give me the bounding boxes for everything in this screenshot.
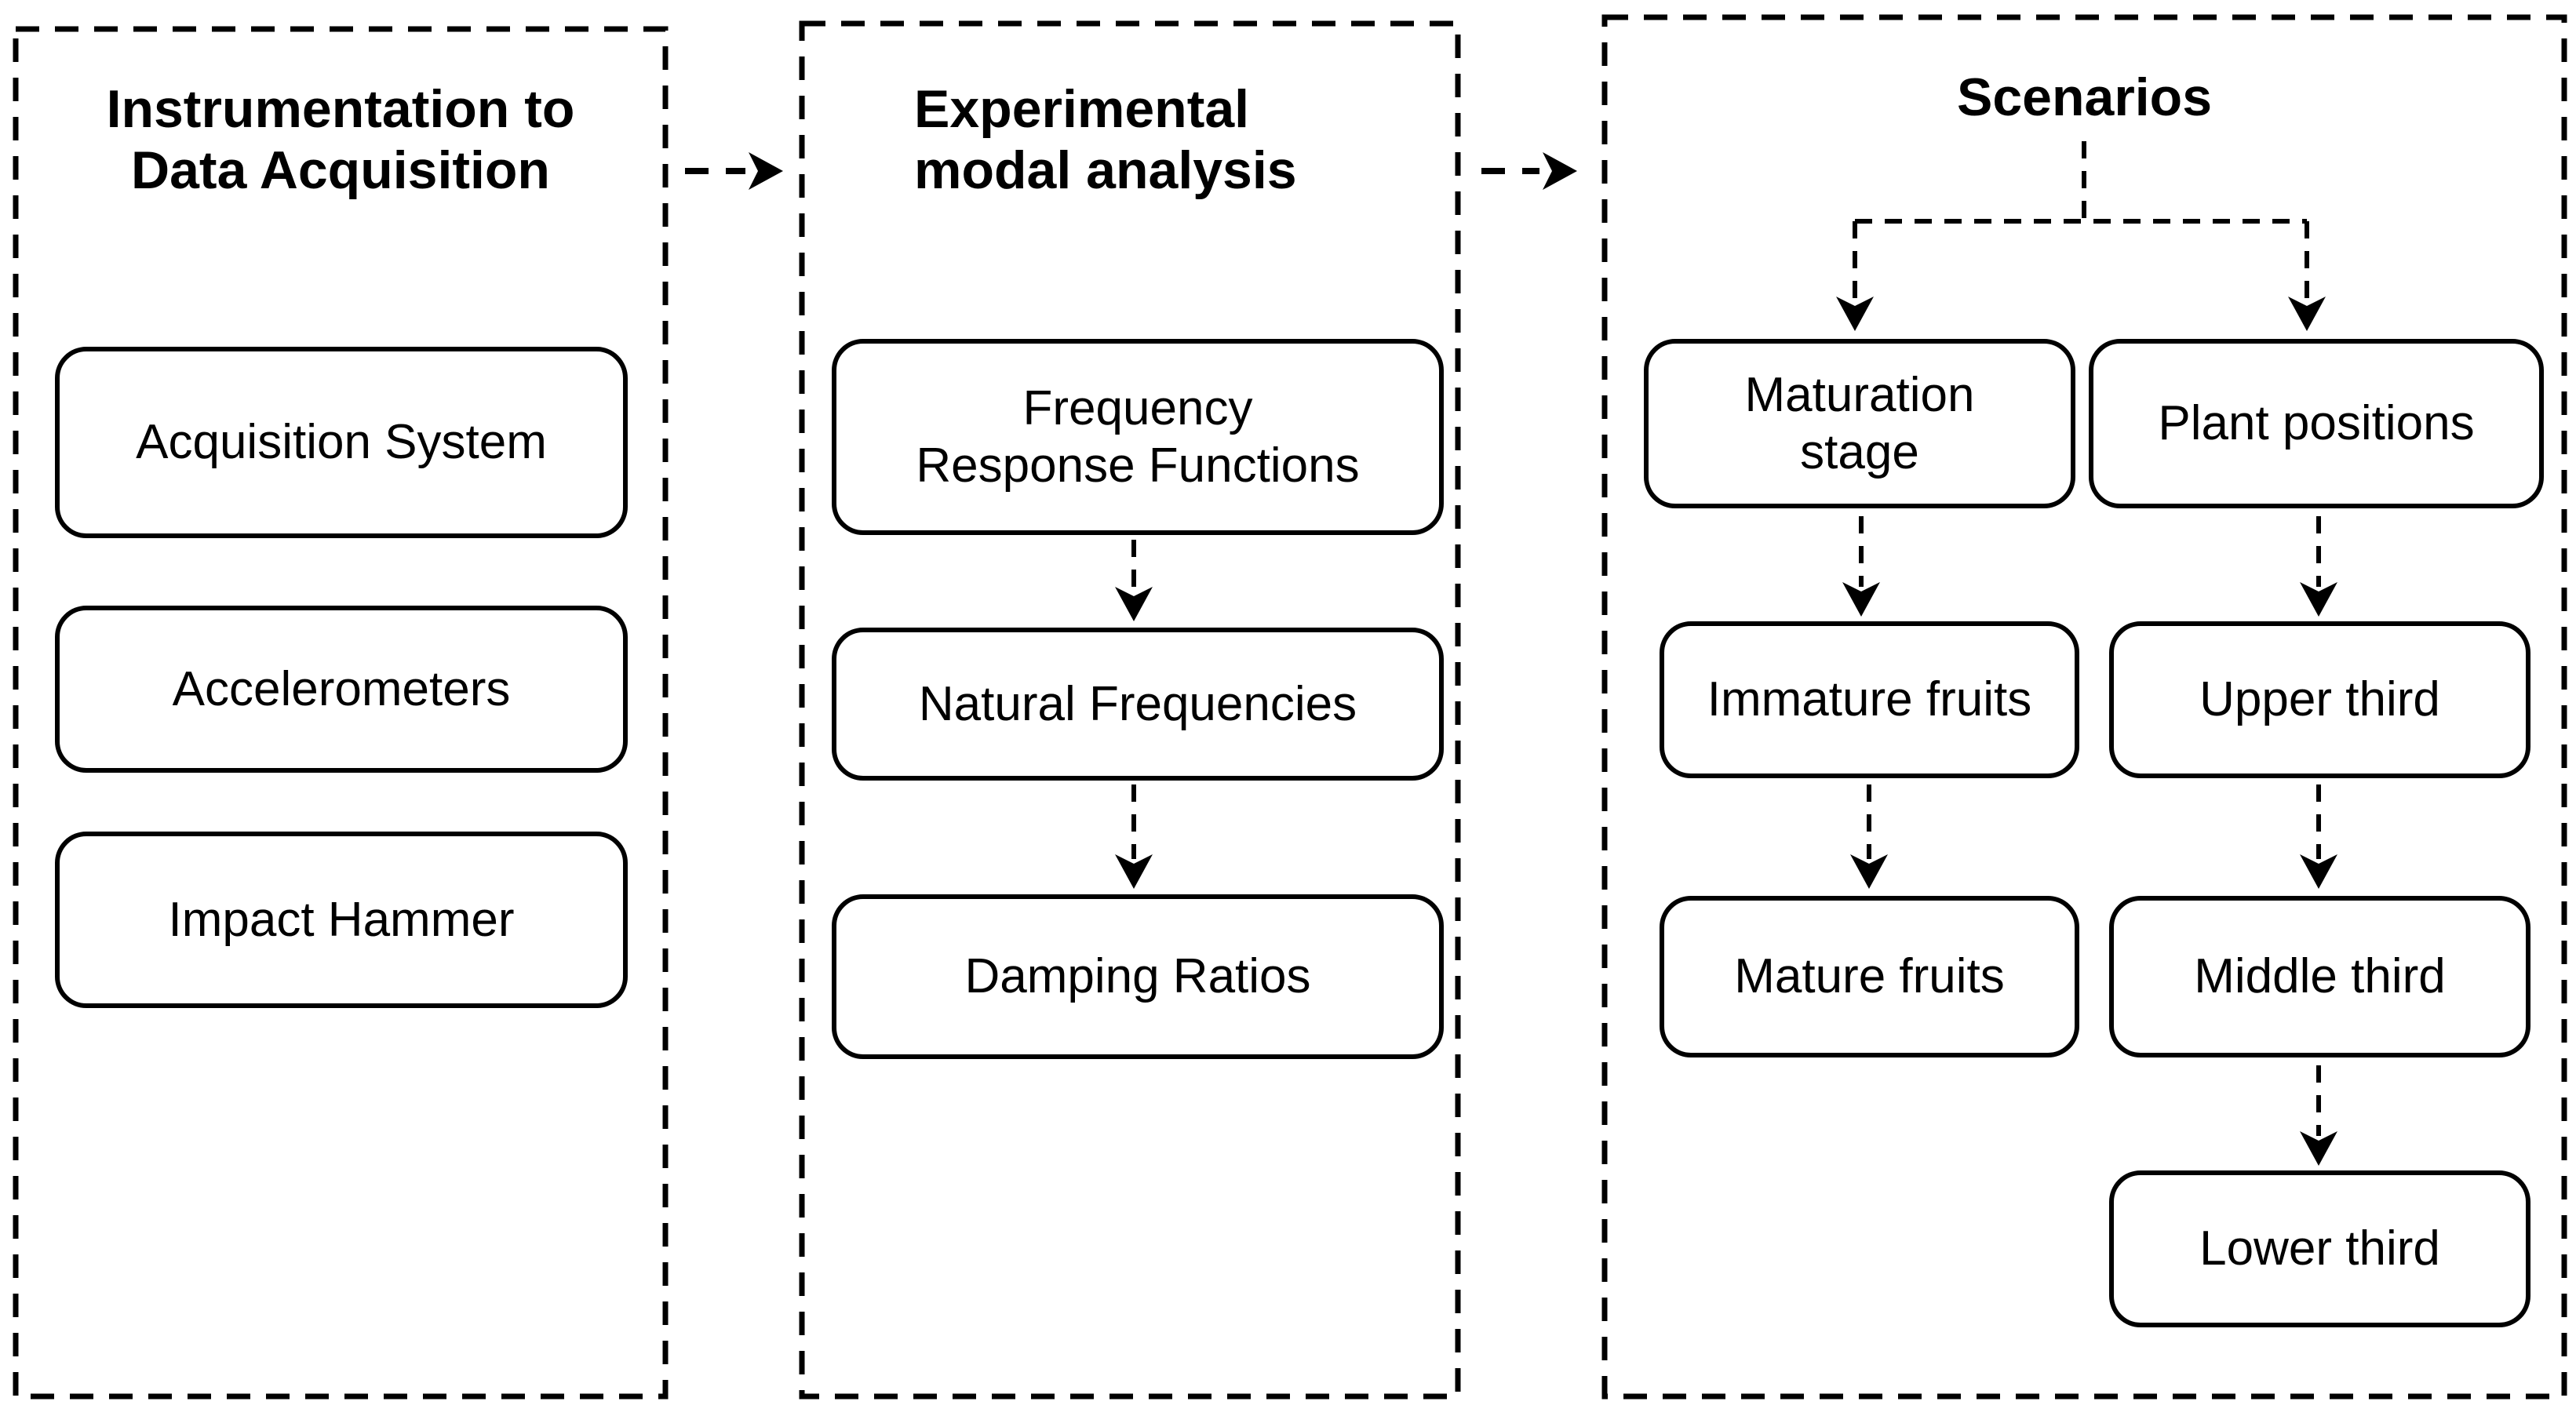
panel-modal-analysis: Experimental modal analysis Frequency Re… [802,24,1458,1396]
arrow-middle-to-lower-arrowhead [2300,1131,2337,1166]
arrow-immature-to-mature-arrowhead [1850,854,1888,889]
arrow-modal-to-scenarios-arrowhead [1543,152,1577,190]
node-label: Accelerometers [172,661,511,716]
arrow-instrumentation-to-modal-arrowhead [749,152,783,190]
arrow-frf-to-natural-arrowhead [1115,587,1153,621]
panel-scenarios: Scenarios Maturation stage Immature frui… [1605,17,2564,1396]
node-label: Upper third [2199,672,2440,727]
node-label: Impact Hammer [168,892,515,947]
node-upper-third: Upper third [2109,621,2530,778]
node-maturation-stage: Maturation stage [1644,339,2075,508]
node-label: Maturation stage [1744,367,1975,479]
node-plant-positions: Plant positions [2089,339,2544,508]
node-label: Damping Ratios [964,949,1311,1004]
panel-border-modal-analysis [799,20,1461,1400]
arrow-natural-to-damping-arrowhead [1115,854,1153,889]
panel-instrumentation: Instrumentation to Data Acquisition Acqu… [16,29,665,1396]
panel-title-scenarios: Scenarios [1956,67,2213,127]
node-label: Natural Frequencies [918,676,1357,731]
arrow-upper-to-middle-arrowhead [2300,854,2337,889]
node-mature-fruits: Mature fruits [1660,896,2079,1057]
node-label: Frequency Response Functions [916,380,1360,493]
node-label: Immature fruits [1707,672,2032,727]
node-immature-fruits: Immature fruits [1660,621,2079,778]
panel-border-instrumentation [13,26,669,1400]
scenarios-branch-right-arrowhead [2288,297,2326,331]
node-label: Lower third [2199,1221,2440,1276]
node-label: Middle third [2194,949,2446,1004]
node-label: Plant positions [2158,396,2475,451]
arrow-maturation-to-immature-arrowhead [1842,582,1880,617]
node-middle-third: Middle third [2109,896,2530,1057]
node-damping-ratios: Damping Ratios [832,894,1444,1059]
scenarios-branch-left-arrowhead [1836,297,1874,331]
panel-title-modal-analysis: Experimental modal analysis [914,79,1297,201]
panel-border-scenarios [1601,14,2567,1400]
node-accelerometers: Accelerometers [55,606,628,773]
node-natural-frequencies: Natural Frequencies [832,628,1444,781]
node-label: Acquisition System [136,415,547,470]
arrow-plant-to-upper-arrowhead [2300,582,2337,617]
node-impact-hammer: Impact Hammer [55,832,628,1008]
node-frequency-response-functions: Frequency Response Functions [832,339,1444,535]
node-acquisition-system: Acquisition System [55,347,628,538]
panel-title-instrumentation: Instrumentation to Data Acquisition [106,79,575,201]
node-lower-third: Lower third [2109,1170,2530,1327]
node-label: Mature fruits [1734,949,2005,1004]
